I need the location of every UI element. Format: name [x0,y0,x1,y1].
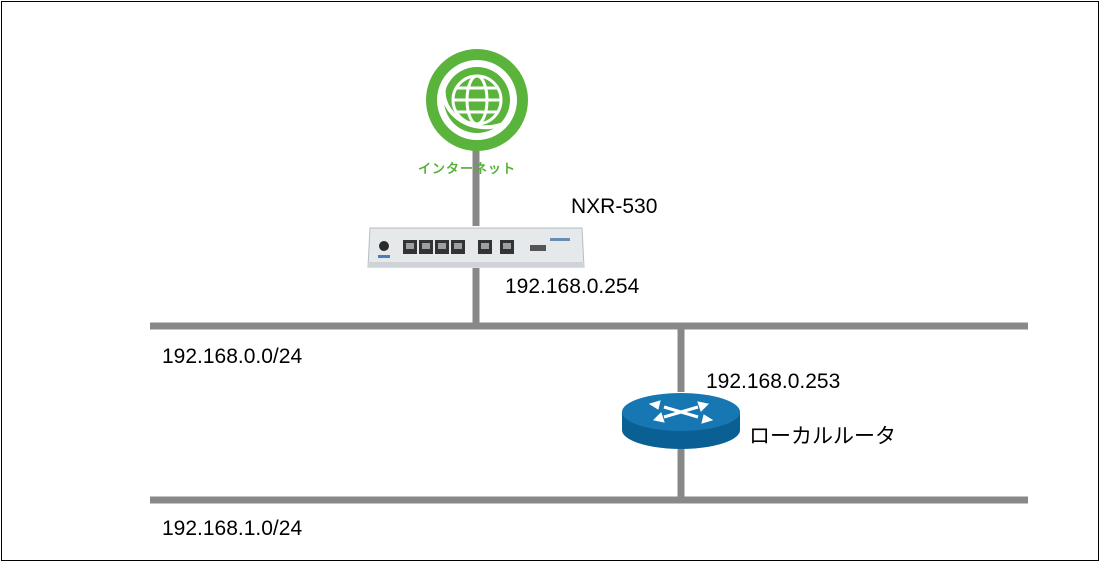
lan1-subnet-label: 192.168.1.0/24 [162,517,303,540]
lan0-subnet-label: 192.168.0.0/24 [162,345,303,368]
nxr-name-label: NXR-530 [571,195,658,218]
local-router-icon [622,393,740,449]
internet-label: インターネット [418,162,517,177]
internet-globe-icon [426,49,528,151]
nxr-ip-label: 192.168.0.254 [505,275,640,298]
router-ip-label: 192.168.0.253 [706,370,841,393]
nxr-530-device-icon [367,227,585,268]
router-name-label: ローカルルータ [749,424,896,448]
